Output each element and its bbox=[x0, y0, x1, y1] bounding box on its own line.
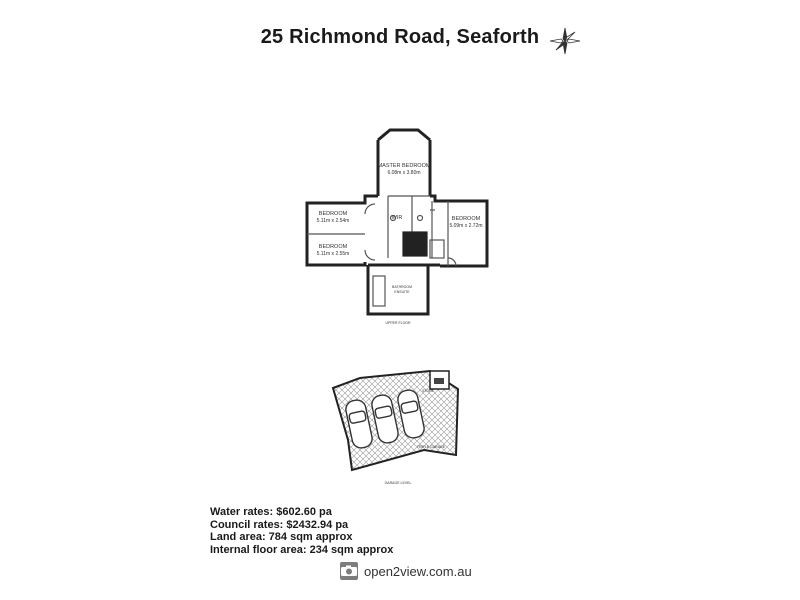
car-icon bbox=[397, 389, 425, 439]
room-size-bedroom-3: 5.09m x 2.72m bbox=[449, 223, 482, 229]
room-size-bedroom-2: 5.11m x 2.55m bbox=[317, 251, 350, 257]
room-size-bedroom-1: 5.11m x 2.54m bbox=[317, 218, 350, 224]
room-label-bathroom: BATHROOM bbox=[392, 285, 412, 289]
room-size-master: 6.08m x 3.80m bbox=[387, 170, 420, 176]
page-title: 25 Richmond Road, Seaforth bbox=[260, 26, 540, 48]
internal-floor-area: Internal floor area: 234 sqm approx bbox=[210, 543, 394, 556]
council-rates: Council rates: $2432.94 pa bbox=[210, 518, 349, 531]
camera-logo-icon bbox=[340, 562, 358, 580]
upper-floor-plan bbox=[305, 128, 489, 316]
garage-storage-label: STORE bbox=[422, 389, 435, 393]
room-label-bedroom-2: BEDROOM bbox=[319, 244, 348, 250]
room-label-ensuite: ENSUITE bbox=[394, 290, 410, 294]
car-icon bbox=[345, 399, 373, 449]
room-label-bedroom-1: BEDROOM bbox=[319, 211, 348, 217]
room-label-master: MASTER BEDROOM bbox=[378, 163, 431, 169]
floor-caption: UPPER FLOOR bbox=[385, 321, 411, 325]
water-rates: Water rates: $602.60 pa bbox=[210, 506, 332, 518]
car-icon bbox=[371, 394, 399, 444]
compass-rose-icon bbox=[549, 27, 581, 55]
garage-level-plan: STORE TRIPLE GARAGE GARAGE LEVEL bbox=[331, 369, 460, 485]
garage-label: TRIPLE GARAGE bbox=[417, 445, 446, 449]
garage-level-caption: GARAGE LEVEL bbox=[385, 481, 412, 485]
brand-footer: open2view.com.au bbox=[340, 561, 472, 581]
property-info: Water rates: $602.60 pa Council rates: $… bbox=[210, 506, 393, 556]
room-label-wir: WIR bbox=[392, 215, 403, 221]
room-label-bedroom-3: BEDROOM bbox=[452, 216, 481, 222]
brand-text[interactable]: open2view.com.au bbox=[364, 563, 472, 579]
land-area: Land area: 784 sqm approx bbox=[210, 531, 353, 543]
